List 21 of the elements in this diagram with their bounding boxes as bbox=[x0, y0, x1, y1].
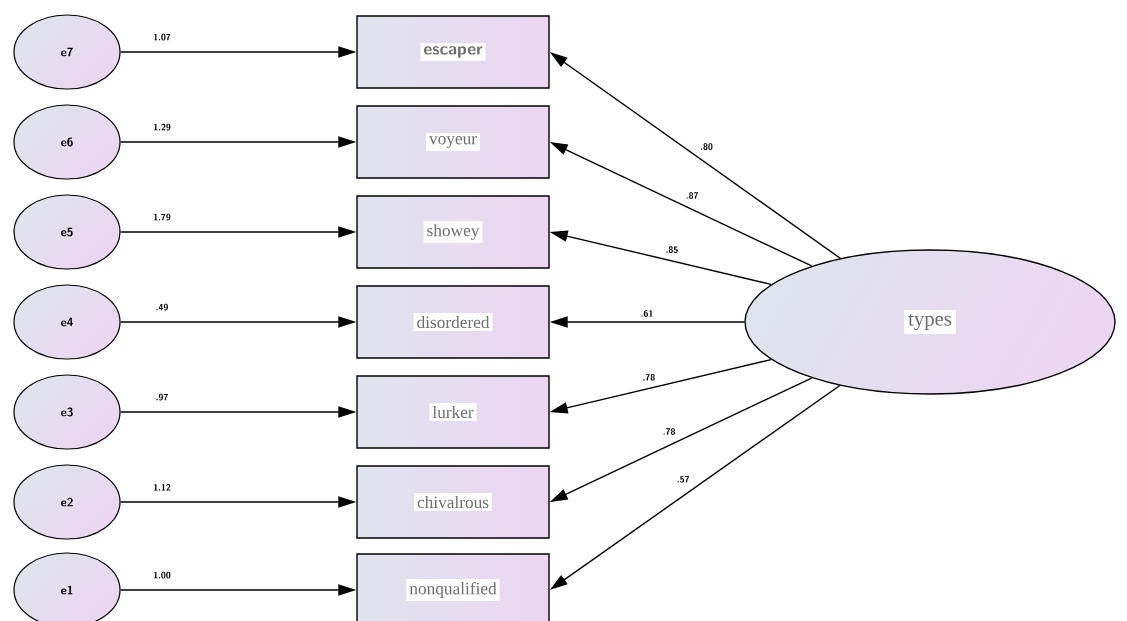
variable-box: nonqualified bbox=[356, 553, 550, 621]
variance-label: .97 bbox=[156, 393, 168, 401]
edge-label: .61 bbox=[641, 310, 653, 317]
variance-label: 1.12 bbox=[153, 484, 171, 491]
variable-box: lurker bbox=[356, 375, 550, 449]
variance-label: 1.00 bbox=[153, 571, 171, 579]
variance-label: .49 bbox=[156, 303, 168, 311]
edge-label: .80 bbox=[701, 143, 713, 150]
variance-label: 1.79 bbox=[153, 213, 171, 221]
edge-label: .85 bbox=[666, 246, 678, 253]
variance-label: 1.29 bbox=[153, 123, 171, 131]
variable-box: escaper bbox=[356, 15, 550, 89]
edge-label: .78 bbox=[663, 428, 676, 435]
variable-box: voyeur bbox=[356, 105, 550, 179]
variable-box: showey bbox=[356, 195, 550, 269]
variance-label: 1.07 bbox=[153, 33, 171, 41]
edge-label: .87 bbox=[686, 192, 699, 199]
edge-label: .57 bbox=[677, 476, 690, 483]
variable-box: disordered bbox=[356, 285, 550, 359]
variable-box: chivalrous bbox=[356, 465, 550, 539]
edge-label: .78 bbox=[643, 373, 655, 381]
